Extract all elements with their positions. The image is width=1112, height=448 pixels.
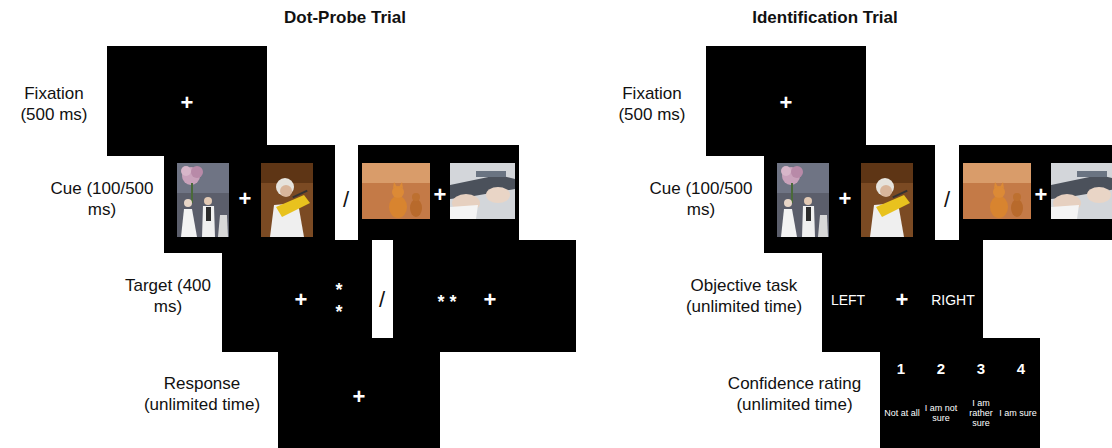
stage-label: Fixation (500 ms) [8, 83, 100, 126]
screen-frame: + [107, 46, 267, 156]
screen-text: I am sure [999, 409, 1037, 419]
screen-text: I am rather sure [962, 399, 1000, 429]
screen-text: + [484, 289, 497, 311]
screen-text: + [780, 92, 793, 114]
screen-text: 1 [897, 361, 905, 376]
screen-text: + [434, 184, 447, 206]
screen-frame: * * + [393, 240, 576, 352]
screen-frame: + [278, 338, 440, 448]
screen-text: + [896, 289, 909, 311]
panel-title: Identification Trial [752, 7, 897, 28]
screen-frame: + * * [222, 240, 372, 352]
stage-label: Confidence rating (unlimited time) [717, 373, 872, 416]
screen-text: + [295, 289, 308, 311]
stage-label: Target (400 ms) [122, 275, 214, 318]
screen-text: I am not sure [922, 404, 960, 424]
stage-label: Cue (100/500 ms) [46, 178, 158, 221]
screen-text: 4 [1017, 361, 1025, 376]
screen-text: * [335, 303, 342, 321]
screen-frame: LEFT + RIGHT [822, 240, 983, 352]
screen-text: + [1035, 184, 1048, 206]
screen-text: 3 [977, 361, 985, 376]
screen-text: * * [437, 293, 456, 311]
screen-frame: + [706, 46, 866, 156]
screen-text: + [181, 92, 194, 114]
screen-frame: 1 2 3 4Not at allI am not sureI am rather s… [880, 338, 1040, 448]
screen-frame: + [764, 145, 935, 253]
panel-title: Dot-Probe Trial [284, 7, 406, 28]
screen-text: RIGHT [931, 293, 975, 307]
screen-frame: + [358, 145, 519, 240]
screen-text: LEFT [831, 293, 865, 307]
stage-label: Objective task (unlimited time) [674, 275, 814, 318]
screen-text: + [239, 188, 252, 210]
separator-slash: / [944, 186, 950, 214]
screen-frame: + [164, 145, 335, 253]
screen-text: 2 [937, 361, 945, 376]
screen-frame: + [959, 145, 1112, 240]
screen-text: + [839, 188, 852, 210]
stage-label: Cue (100/500 ms) [645, 178, 757, 221]
screen-text: * [335, 281, 342, 299]
screen-text: Not at all [883, 409, 921, 419]
stage-label: Response (unlimited time) [132, 373, 272, 416]
separator-slash: / [343, 186, 349, 214]
separator-slash: / [379, 286, 385, 314]
stage-label: Fixation (500 ms) [606, 83, 698, 126]
screen-text: + [353, 386, 366, 408]
